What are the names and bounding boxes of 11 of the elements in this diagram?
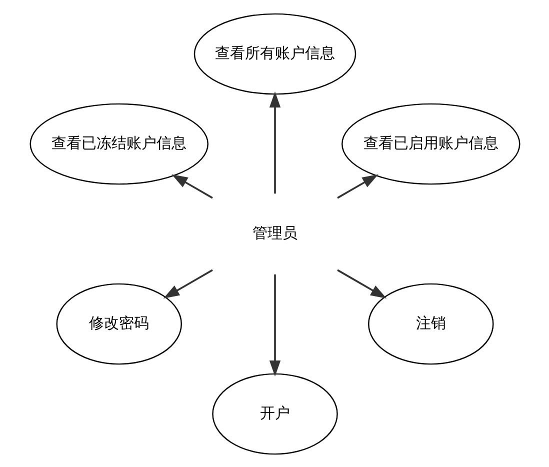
arrow	[268, 274, 280, 376]
arrow	[162, 268, 212, 298]
arrow	[336, 174, 378, 198]
arrow	[171, 174, 212, 198]
node-ellipse: 开户	[212, 372, 338, 454]
arrow	[268, 90, 280, 194]
arrow	[336, 268, 386, 298]
node-text: 管理员	[252, 224, 297, 242]
node-ellipse: 查看已启用账户信息	[341, 102, 520, 184]
node-ellipse: 查看已冻结账户信息	[29, 102, 208, 184]
node-ellipse: 查看所有账户信息	[193, 12, 356, 94]
